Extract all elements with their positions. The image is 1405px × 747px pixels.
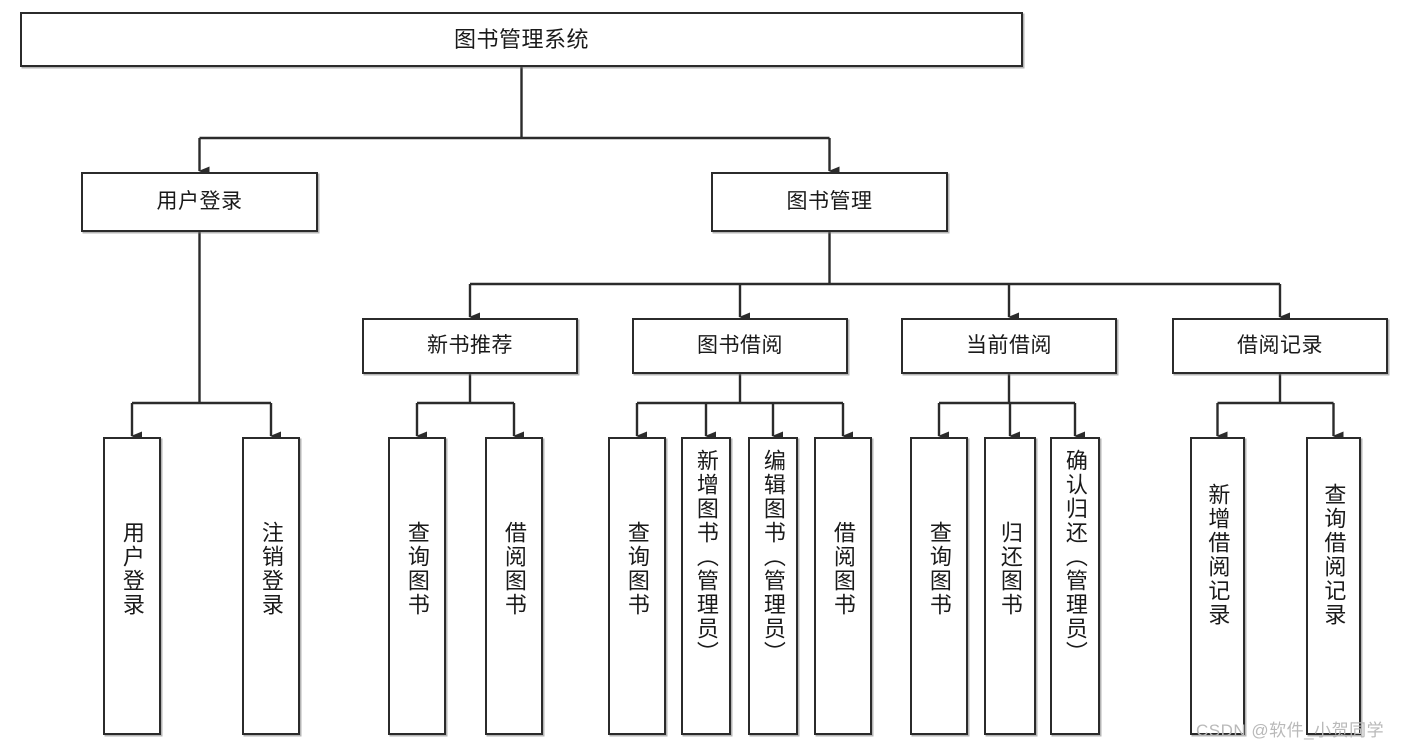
node-leaf-borrow-book-rec[interactable]: 借阅图书 [485, 437, 543, 735]
node-leaf-query-record[interactable]: 查询借阅记录 [1306, 437, 1361, 735]
node-leaf-edit-book[interactable]: 编辑图书（管理员） [748, 437, 798, 735]
node-label: 借阅图书 [501, 521, 527, 617]
node-label: 当前借阅 [966, 333, 1052, 357]
node-label: 新增借阅记录 [1205, 483, 1231, 627]
node-leaf-user-login[interactable]: 用户登录 [103, 437, 161, 735]
node-new-book-rec[interactable]: 新书推荐 [362, 318, 578, 374]
node-leaf-add-book[interactable]: 新增图书（管理员） [681, 437, 731, 735]
node-label: 归还图书 [997, 521, 1023, 617]
node-leaf-confirm-return[interactable]: 确认归还（管理员） [1050, 437, 1100, 735]
node-label: 用户登录 [156, 189, 243, 213]
node-leaf-borrow-book[interactable]: 借阅图书 [814, 437, 872, 735]
node-label: 图书管理 [786, 189, 873, 213]
node-label: 借阅记录 [1237, 333, 1323, 357]
node-label: 借阅图书 [830, 521, 856, 617]
node-root[interactable]: 图书管理系统 [20, 12, 1023, 67]
node-borrow-record[interactable]: 借阅记录 [1172, 318, 1388, 374]
node-user-login[interactable]: 用户登录 [81, 172, 318, 232]
node-label: 新增图书（管理员） [693, 449, 719, 665]
node-label: 查询图书 [404, 521, 430, 617]
node-label: 查询借阅记录 [1321, 483, 1347, 627]
node-book-borrow[interactable]: 图书借阅 [632, 318, 848, 374]
node-current-borrow[interactable]: 当前借阅 [901, 318, 1117, 374]
node-leaf-query-book-current[interactable]: 查询图书 [910, 437, 968, 735]
node-label: 查询图书 [624, 521, 650, 617]
node-label: 新书推荐 [427, 333, 513, 357]
node-label: 图书管理系统 [453, 26, 589, 52]
node-leaf-query-book-rec[interactable]: 查询图书 [388, 437, 446, 735]
node-label: 注销登录 [258, 521, 284, 617]
node-book-manage[interactable]: 图书管理 [711, 172, 948, 232]
node-label: 图书借阅 [697, 333, 783, 357]
node-label: 用户登录 [119, 521, 145, 617]
node-label: 查询图书 [926, 521, 952, 617]
node-leaf-query-book-borrow[interactable]: 查询图书 [608, 437, 666, 735]
node-label: 编辑图书（管理员） [760, 449, 786, 665]
node-label: 确认归还（管理员） [1062, 449, 1088, 665]
node-leaf-logout[interactable]: 注销登录 [242, 437, 300, 735]
csdn-watermark: CSDN @软件_小贺同学 [1196, 721, 1385, 740]
node-leaf-add-record[interactable]: 新增借阅记录 [1190, 437, 1245, 735]
node-leaf-return-book[interactable]: 归还图书 [984, 437, 1036, 735]
